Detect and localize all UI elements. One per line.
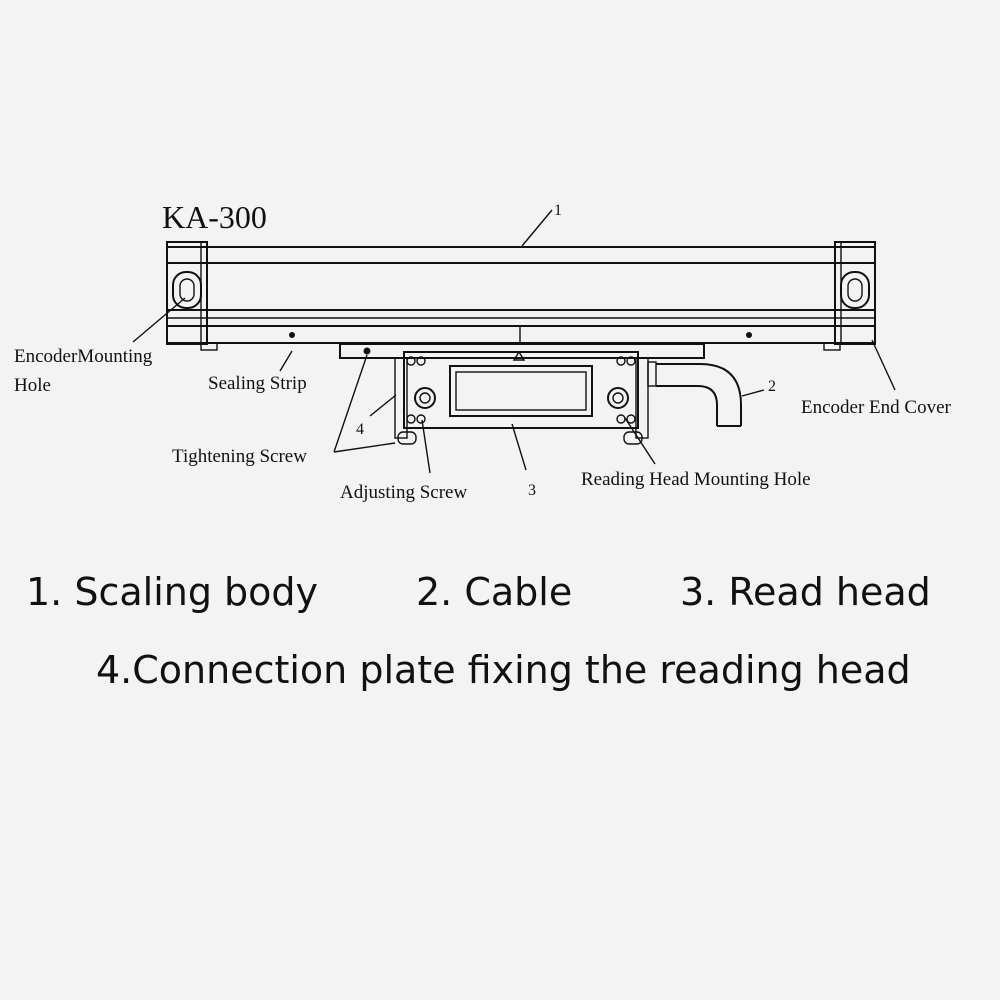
encoder-mounting-hole-label: EncoderMounting (14, 346, 153, 367)
sealing-strip-label: Sealing Strip (208, 373, 307, 394)
callout-number-4: 4 (356, 421, 364, 438)
legend-item-connection-plate: 4.Connection plate fixing the reading he… (96, 648, 911, 692)
read-head (403, 350, 639, 429)
tightening-screw-label: Tightening Screw (172, 446, 307, 467)
encoder-end-cover-label: Encoder End Cover (801, 397, 952, 418)
leader-lines (132, 209, 896, 474)
scaling-body (166, 246, 876, 351)
callout-number-3: 3 (528, 482, 536, 499)
callout-number-2: 2 (768, 378, 776, 395)
left-end-cover (166, 241, 208, 345)
encoder-mounting-hole-label-line2: Hole (14, 375, 51, 396)
right-end-cover (834, 241, 876, 345)
legend-item-scaling-body: 1. Scaling body (26, 570, 319, 614)
reading-head-mounting-hole-label: Reading Head Mounting Hole (581, 469, 811, 490)
model-title: KA-300 (162, 199, 267, 235)
legend-item-cable: 2. Cable (416, 570, 573, 614)
adjusting-screw-label: Adjusting Screw (340, 482, 467, 503)
cable (647, 361, 742, 427)
legend-item-read-head: 3. Read head (680, 570, 931, 614)
callout-number-1: 1 (554, 202, 562, 219)
